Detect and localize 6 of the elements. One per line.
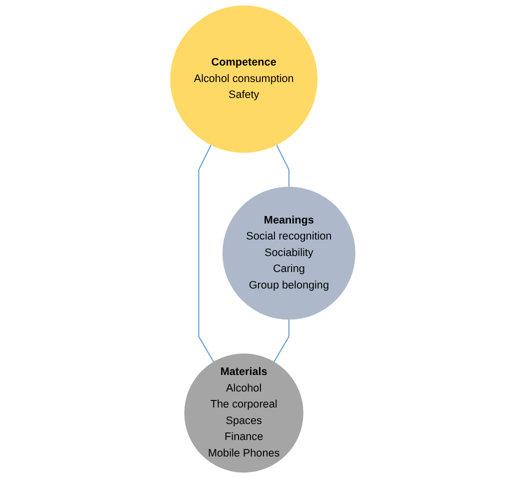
node-circle: Meanings Social recognition Sociability Caring Group belonging xyxy=(222,186,356,320)
node-circle: Competence Alcohol consumption Safety xyxy=(170,5,318,153)
connector xyxy=(274,320,290,362)
connector xyxy=(198,144,214,362)
connector xyxy=(276,144,290,187)
node-circle: Materials Alcohol The corporeal Spaces Finance Mobile Phones xyxy=(184,354,304,473)
